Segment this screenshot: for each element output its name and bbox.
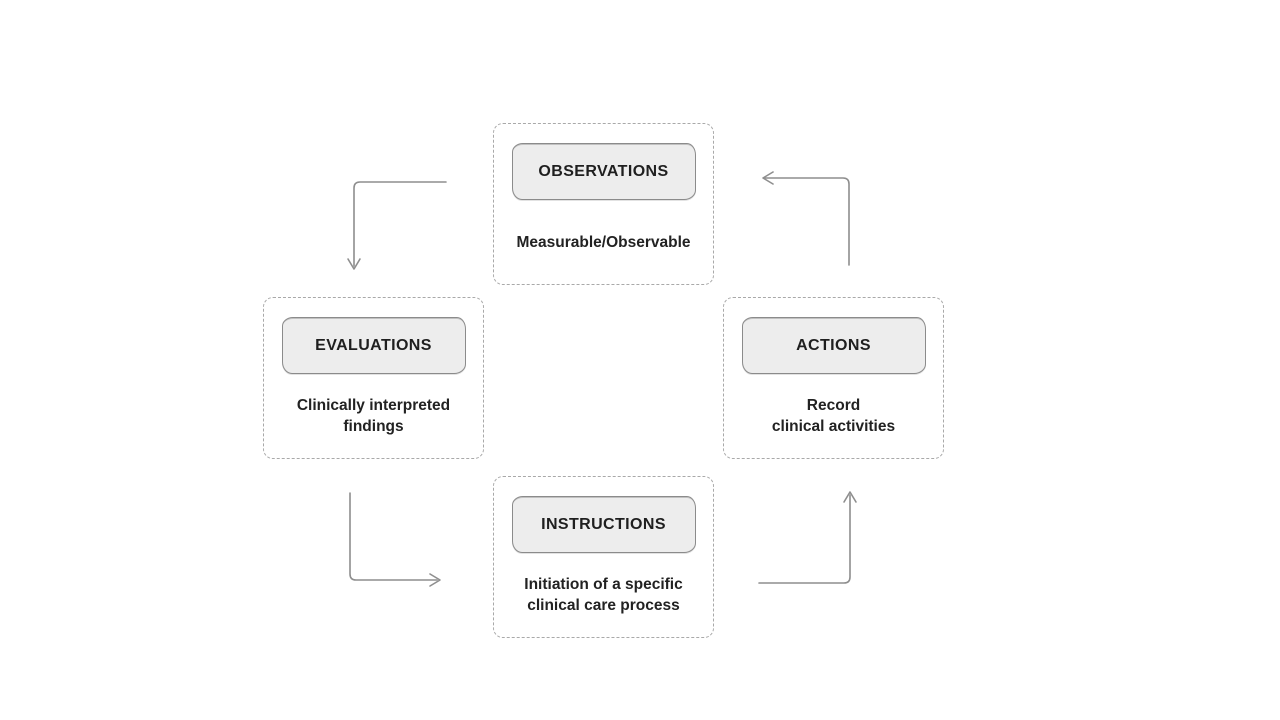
description-line: Measurable/Observable [516,233,691,251]
arrow-instructions-to-actions [758,491,857,584]
node-evaluations-title: EVALUATIONS [315,336,432,354]
node-observations-description: Measurable/Observable [494,200,713,284]
node-instructions-description: Initiation of a specific clinical care p… [494,553,713,637]
description-line: Clinically interpreted [296,397,451,414]
node-actions-pill: ACTIONS [741,317,926,374]
arrow-actions-to-observations [762,171,850,266]
node-actions-description: Record clinical activities [724,374,943,458]
node-evaluations: EVALUATIONS Clinically interpreted findi… [263,297,484,459]
node-observations: OBSERVATIONS Measurable/Observable [493,123,714,285]
node-evaluations-pill: EVALUATIONS [281,317,466,374]
node-actions: ACTIONS Record clinical activities [723,297,944,459]
description-line: findings [343,418,404,435]
description-line: Record [806,397,861,414]
node-instructions-title: INSTRUCTIONS [541,515,666,533]
description-line: Initiation of a specific [524,576,683,593]
description-line: clinical care process [527,597,680,614]
arrow-observations-to-evaluations [347,181,447,270]
node-observations-title: OBSERVATIONS [538,162,669,180]
description-line: clinical activities [771,418,896,435]
node-instructions: INSTRUCTIONS Initiation of a specific cl… [493,476,714,638]
node-evaluations-description: Clinically interpreted findings [264,374,483,458]
node-actions-title: ACTIONS [796,336,871,354]
arrow-evaluations-to-instructions [349,492,441,587]
node-observations-pill: OBSERVATIONS [511,143,696,200]
node-instructions-pill: INSTRUCTIONS [511,496,696,553]
